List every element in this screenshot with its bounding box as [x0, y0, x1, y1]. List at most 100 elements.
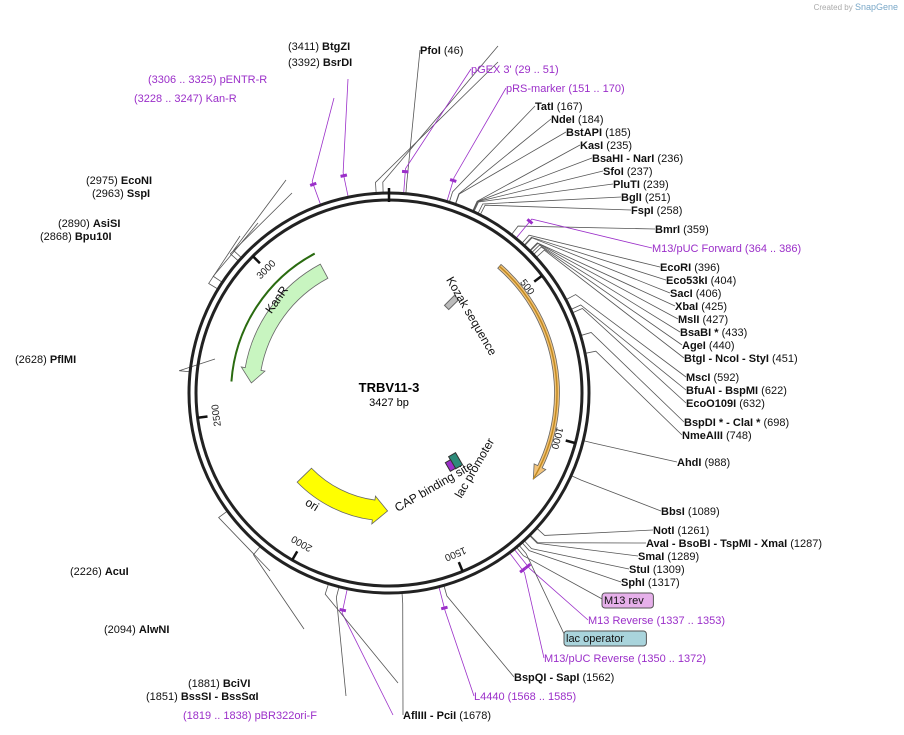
site-label[interactable]: (2628) PflMI [15, 354, 76, 366]
site-label[interactable]: EcoO109I (632) [686, 398, 765, 410]
site-label[interactable]: L4440 (1568 .. 1585) [474, 691, 576, 703]
leader-line [324, 584, 399, 684]
site-label[interactable]: BspDI * - ClaI * (698) [684, 417, 789, 429]
leader-line [443, 586, 515, 678]
site-label[interactable]: KasI (235) [580, 140, 632, 152]
leader-line [511, 225, 656, 235]
label-name: AsiSI [93, 218, 121, 230]
site-label[interactable]: (1819 .. 1838) pBR322ori-F [183, 710, 317, 722]
site-label[interactable]: BbsI (1089) [661, 506, 720, 518]
site-label[interactable]: (2963) SspI [92, 188, 150, 200]
label-position: (1350 .. 1372) [638, 653, 707, 665]
leader-line [472, 157, 593, 211]
label-name: Eco53kI [666, 275, 711, 287]
leader-line [455, 118, 552, 204]
label-name: BsaBI * [680, 327, 722, 339]
site-label[interactable]: NotI (1261) [653, 525, 709, 537]
site-label[interactable]: (3411) BtgZI [288, 41, 350, 53]
site-labels: (3411) BtgZI (3392) BsrDI PfoI (46) pGEX 3'… [15, 41, 822, 722]
site-label[interactable]: BsaBI * (433) [680, 327, 747, 339]
site-label[interactable]: NmeAIII (748) [682, 430, 752, 442]
label-position: (1309) [653, 564, 685, 576]
tick-mark [197, 415, 208, 420]
site-label[interactable]: M13 Reverse (1337 .. 1353) [588, 615, 725, 627]
label-name: PflMI [50, 354, 76, 366]
leader-line [514, 549, 589, 621]
site-label[interactable]: BspQI - SapI (1562) [514, 672, 614, 684]
label-name: BglI [621, 192, 645, 204]
site-label[interactable]: TatI (167) [535, 101, 582, 113]
site-label[interactable]: MslI (427) [678, 314, 728, 326]
primer-mark [340, 173, 348, 178]
site-label[interactable]: (1851) BssSI - BssSαI [146, 691, 259, 703]
leader-line [571, 304, 687, 391]
site-label[interactable]: StuI (1309) [629, 564, 685, 576]
site-label[interactable]: (2226) AcuI [70, 566, 129, 578]
leader-line [252, 546, 305, 630]
site-label[interactable]: EcoRI (396) [660, 262, 720, 274]
site-label[interactable]: (3228 .. 3247) Kan-R [134, 93, 237, 105]
site-label[interactable]: AflIII - PciI (1678) [403, 710, 491, 722]
label-name: SphI [621, 577, 648, 589]
site-label[interactable]: BsaHI - NarI (236) [592, 153, 683, 165]
site-label[interactable]: AvaI - BsoBI - TspMI - XmaI (1287) [646, 538, 822, 550]
site-label[interactable]: SphI (1317) [621, 577, 680, 589]
site-label[interactable]: AhdI (988) [677, 457, 730, 469]
site-label[interactable]: FspI (258) [631, 205, 682, 217]
site-label[interactable]: (3306 .. 3325) pENTR-R [148, 74, 267, 86]
site-label[interactable]: (2975) EcoNI [86, 175, 152, 187]
leader-line [335, 587, 347, 697]
label-name: NotI [653, 525, 677, 537]
site-label[interactable]: XbaI (425) [675, 301, 727, 313]
site-label[interactable]: SacI (406) [670, 288, 721, 300]
leader-line [403, 68, 472, 193]
label-text: lac operator [566, 633, 624, 645]
site-label[interactable]: PluTI (239) [613, 179, 669, 191]
site-label[interactable]: SmaI (1289) [638, 551, 699, 563]
tick-mark [251, 255, 261, 265]
site-label[interactable]: pRS-marker (151 .. 170) [506, 83, 625, 95]
site-label[interactable]: M13/pUC Forward (364 .. 386) [652, 243, 801, 255]
tick-label: 1500 [442, 544, 467, 563]
site-label[interactable]: M13 rev [604, 595, 644, 607]
leader-line [179, 358, 216, 373]
site-label[interactable]: BfuAI - BspMI (622) [686, 385, 787, 397]
kanr-arrow [240, 263, 329, 384]
site-label[interactable]: (3392) BsrDI [288, 57, 352, 69]
site-label[interactable]: BglI (251) [621, 192, 671, 204]
site-label[interactable]: M13/pUC Reverse (1350 .. 1372) [544, 653, 706, 665]
site-label[interactable]: BstAPI (185) [566, 127, 631, 139]
label-position: (1562) [582, 672, 614, 684]
label-name: EcoNI [121, 175, 152, 187]
label-name: AcuI [105, 566, 129, 578]
site-label[interactable]: BtgI - NcoI - StyI (451) [684, 353, 798, 365]
label-position: (359) [683, 224, 709, 236]
site-label[interactable]: PfoI (46) [420, 45, 463, 57]
label-position: (2628) [15, 354, 50, 366]
label-name: StuI [629, 564, 653, 576]
site-label[interactable]: (1881) BciVI [188, 678, 250, 690]
site-label[interactable]: (2890) AsiSI [58, 218, 120, 230]
label-name: pBR322ori-F [255, 710, 318, 722]
label-name: NdeI [551, 114, 578, 126]
leader-line [571, 475, 662, 512]
site-label[interactable]: pGEX 3' (29 .. 51) [471, 64, 559, 76]
leader-line [229, 192, 293, 261]
site-label[interactable]: Eco53kI (404) [666, 275, 736, 287]
label-position: (3228 .. 3247) [134, 93, 206, 105]
label-position: (396) [694, 262, 720, 274]
site-label[interactable]: lac operator [566, 633, 624, 645]
site-label[interactable]: NdeI (184) [551, 114, 604, 126]
site-label[interactable]: (2868) Bpu10I [40, 231, 112, 243]
label-position: (3392) [288, 57, 323, 69]
site-label[interactable]: (2094) AlwNI [104, 624, 169, 636]
site-label[interactable]: MscI (592) [686, 372, 739, 384]
leader-line [524, 236, 667, 281]
site-label[interactable]: AgeI (440) [682, 340, 735, 352]
label-name: Kan-R [206, 93, 237, 105]
label-position: (235) [606, 140, 632, 152]
site-label[interactable]: SfoI (237) [603, 166, 653, 178]
label-position: (167) [557, 101, 583, 113]
leader-line [455, 131, 567, 204]
site-label[interactable]: BmrI (359) [655, 224, 709, 236]
